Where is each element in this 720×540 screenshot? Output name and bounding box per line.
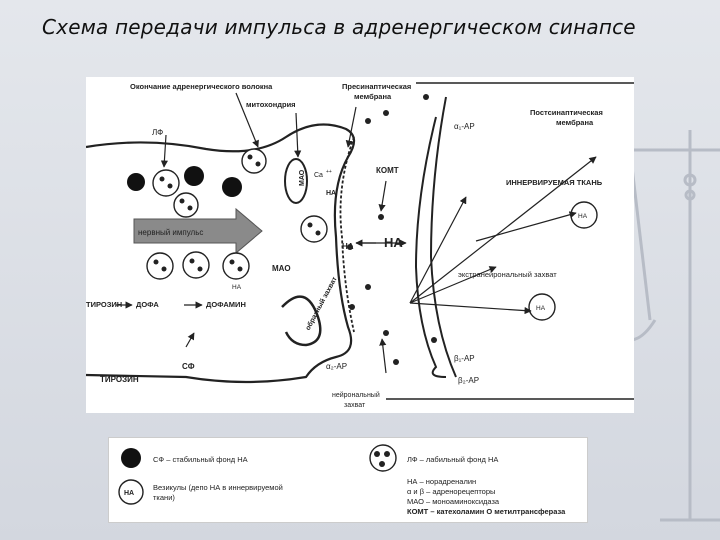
label-mao: МАО — [272, 264, 291, 273]
legend-lf-icon — [369, 444, 397, 472]
label-beta1: β₁-АР — [454, 354, 475, 363]
label-ca-sup: ++ — [326, 169, 332, 175]
synapse-diagram: Окончание адренергического волокна Преси… — [86, 77, 634, 413]
label-presynaptic-2: мембрана — [354, 92, 392, 101]
label-tyrosine-top: ТИРОЗИН — [86, 300, 122, 309]
legend-sf-icon — [121, 448, 141, 468]
label-na-tissue: НА — [578, 213, 588, 220]
vesicle-granules — [153, 154, 321, 272]
legend-vesicle-2: ткани) — [153, 493, 175, 502]
label-neuronal-uptake-2: захват — [344, 402, 366, 409]
legend-vesicle-icon — [118, 479, 144, 505]
label-tyrosine-bottom: ТИРОЗИН — [100, 375, 139, 384]
slide-title: Схема передачи импульса в адренергическо… — [42, 15, 636, 39]
label-mitochondria: митохондрия — [246, 100, 296, 109]
labile-vesicles — [146, 148, 328, 280]
label-neuronal-uptake: нейрональный — [332, 391, 380, 399]
label-extraneuronal: экстранейрональный захват — [458, 270, 557, 279]
label-alpha1: α₁-АР — [454, 122, 475, 131]
label-na-small: НА — [232, 284, 242, 291]
legend-abbr-1: НА – норадреналин — [407, 477, 476, 486]
label-presynaptic: Пресинаптическая — [342, 82, 411, 91]
label-axon-ending: Окончание адренергического волокна — [130, 82, 273, 91]
reuptake-channel — [281, 295, 322, 347]
postsynaptic-membrane — [414, 96, 457, 378]
label-alpha2: α₂-АР — [326, 362, 347, 371]
label-na-tissue-2: НА — [536, 305, 546, 312]
label-postsynaptic-2: мембрана — [556, 118, 594, 127]
label-na-mid: НА — [342, 242, 354, 251]
cleft-granules — [347, 94, 437, 365]
label-ca: Ca — [314, 172, 323, 179]
diagram-labels: Окончание адренергического волокна Преси… — [86, 82, 603, 409]
axon-membrane — [86, 123, 356, 384]
nerve-impulse-arrow — [133, 207, 263, 255]
stable-vesicles — [127, 166, 242, 197]
tissue-outline — [386, 82, 634, 400]
label-lf: ЛФ — [152, 128, 163, 137]
presynaptic-membrane — [339, 136, 355, 333]
label-na-big: НА — [384, 235, 403, 250]
legend-vesicle-na: НА — [124, 490, 134, 497]
label-sf: СФ — [182, 362, 195, 371]
legend-sf: СФ – стабильный фонд НА — [153, 455, 248, 464]
label-nerve-impulse: нервный импульс — [138, 228, 203, 237]
legend-vesicle: Везикулы (депо НА в иннервируемой — [153, 483, 283, 492]
label-innervated: ИННЕРВИРУЕМАЯ ТКАНЬ — [506, 178, 603, 187]
legend-abbr-2: α и β – адренорецепторы — [407, 487, 495, 496]
label-mao-in: МАО — [299, 169, 306, 186]
label-postsynaptic: Постсинаптическая — [530, 108, 603, 117]
legend-abbr-3: МАО – моноаминоксидаза — [407, 497, 500, 506]
legend-lf: ЛФ – лабильный фонд НА — [407, 455, 498, 464]
arrows — [116, 92, 597, 374]
label-dopamine: ДОФАМИН — [206, 300, 246, 309]
label-na-top: НА — [326, 190, 336, 197]
tissue-vesicles — [528, 201, 598, 321]
mitochondrion — [284, 158, 308, 204]
legend-panel: СФ – стабильный фонд НА ЛФ – лабильный ф… — [108, 437, 588, 523]
legend-abbr-4: КОМТ – катехоламин О метилтрансфераза — [407, 507, 566, 516]
label-beta2: β₂-АР — [458, 376, 479, 385]
label-dopa: ДОФА — [136, 300, 159, 309]
label-komt: КОМТ — [376, 166, 399, 175]
